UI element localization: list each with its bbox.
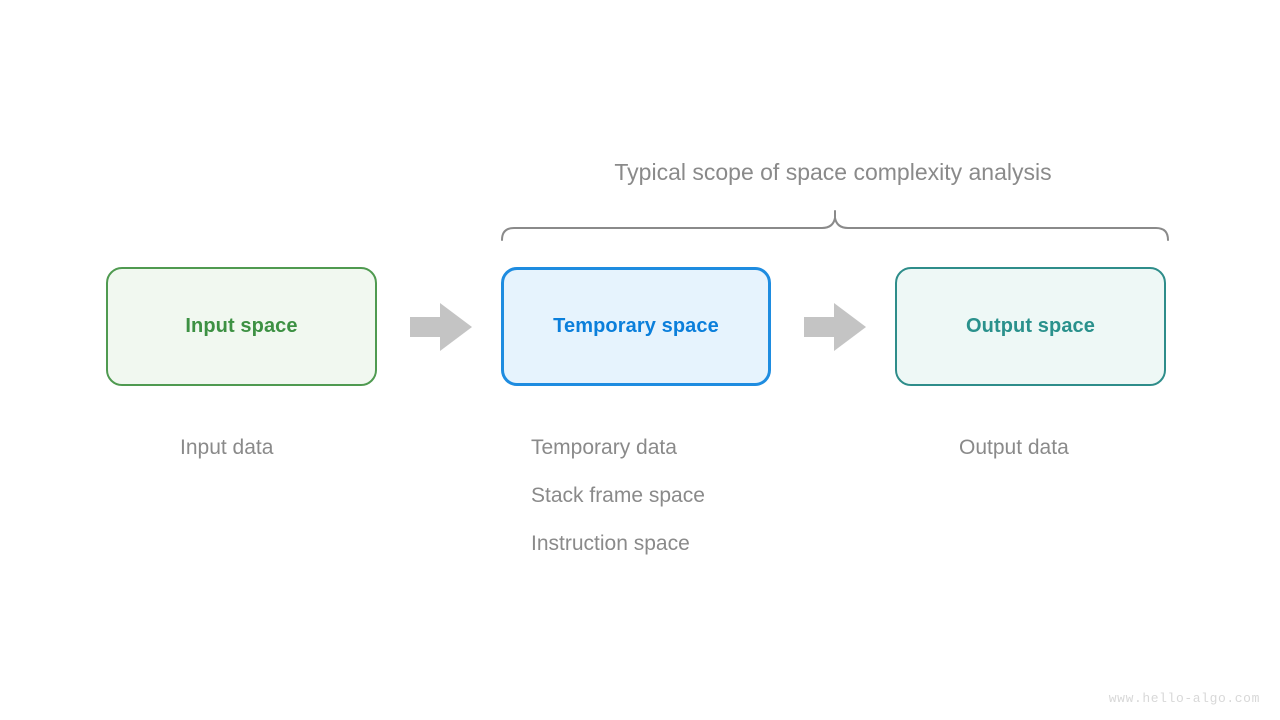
caption-output-data: Output data — [959, 436, 1069, 459]
box-input-space-label: Input space — [185, 315, 298, 337]
caption-group-output: Output data — [959, 424, 1069, 472]
box-temporary-space-label: Temporary space — [553, 315, 719, 337]
scope-title: Typical scope of space complexity analys… — [614, 159, 1052, 185]
caption-input-data: Input data — [180, 436, 274, 459]
scope-brace-icon — [501, 210, 1169, 241]
caption-group-temporary: Temporary data Stack frame space Instruc… — [531, 424, 705, 568]
caption-stack-frame-space: Stack frame space — [531, 484, 705, 507]
caption-group-input: Input data — [180, 424, 273, 472]
right-arrow-icon — [410, 303, 472, 351]
box-output-space-label: Output space — [966, 315, 1095, 337]
caption-instruction-space: Instruction space — [531, 532, 690, 555]
box-temporary-space: Temporary space — [501, 267, 771, 386]
watermark: www.hello-algo.com — [1108, 691, 1260, 706]
box-input-space: Input space — [106, 267, 377, 386]
right-arrow-icon — [804, 303, 866, 351]
caption-temporary-data: Temporary data — [531, 436, 677, 459]
box-output-space: Output space — [895, 267, 1166, 386]
